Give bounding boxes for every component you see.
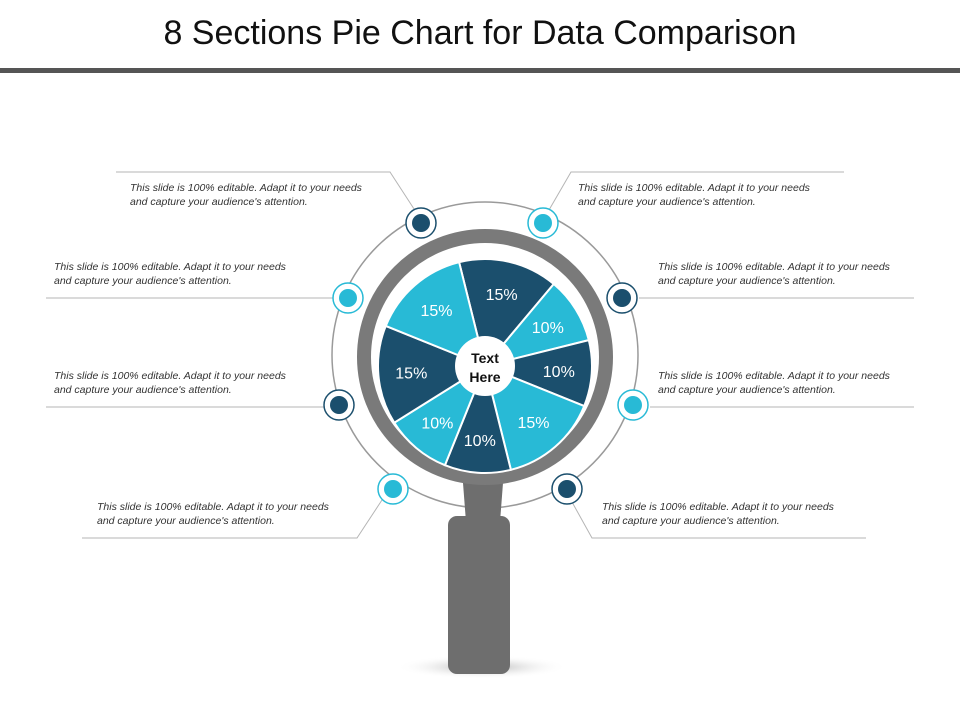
- orbit-dot-2: [527, 207, 559, 239]
- title-divider: [0, 68, 960, 73]
- orbit-dot-6: [617, 389, 649, 421]
- center-text-line-1: Text: [471, 350, 499, 366]
- pie-slice-label-4: 15%: [517, 415, 549, 432]
- pie-center: [455, 336, 515, 396]
- pie-slice-labels: 15% 10% 10% 15% 10% 10% 15% 15%: [395, 287, 575, 450]
- orbit-dot-1: [405, 207, 437, 239]
- callout-line-5: [548, 171, 844, 211]
- pie-slice-label-8: 15%: [420, 303, 452, 320]
- callout-text-lower-right: This slide is 100% editable. Adapt it to…: [658, 370, 890, 396]
- center-text-line-2: Here: [469, 369, 500, 385]
- pie-slice-8: [384, 260, 487, 368]
- orbit-dot-7: [377, 473, 409, 505]
- callout-line-8: [571, 501, 866, 539]
- callout-text-top-left: This slide is 100% editable. Adapt it to…: [130, 182, 362, 208]
- callout-text-upper-right: This slide is 100% editable. Adapt it to…: [658, 261, 890, 287]
- orbit-dot-3: [332, 282, 364, 314]
- orbit-dot-8: [551, 473, 583, 505]
- pie-slice-7: [377, 324, 488, 425]
- orbit-dot-5: [323, 389, 355, 421]
- callout-text-bottom-right: This slide is 100% editable. Adapt it to…: [602, 501, 834, 527]
- callout-text-bottom-left: This slide is 100% editable. Adapt it to…: [97, 501, 329, 527]
- pie-slice-label-7: 15%: [395, 365, 427, 382]
- callout-text-upper-left: This slide is 100% editable. Adapt it to…: [54, 261, 286, 287]
- pie-slice-4: [483, 364, 586, 472]
- callout-line-1: [116, 171, 417, 213]
- callout-line-4: [82, 499, 383, 539]
- callout-text-top-right: This slide is 100% editable. Adapt it to…: [578, 182, 810, 208]
- pie-slice-label-5: 10%: [464, 433, 496, 450]
- pie-slice-label-3: 10%: [543, 364, 575, 381]
- pie-slice-label-6: 10%: [421, 416, 453, 433]
- orbit-dots: [323, 207, 649, 505]
- page-title: 8 Sections Pie Chart for Data Comparison: [163, 14, 797, 52]
- pie-slice-label-2: 10%: [532, 320, 564, 337]
- callout-text-lower-left: This slide is 100% editable. Adapt it to…: [54, 370, 286, 396]
- pie-slice-label-1: 15%: [486, 287, 518, 304]
- callout-lines: [46, 171, 914, 539]
- handle-grip: [448, 516, 510, 674]
- orbit-dot-4: [606, 282, 638, 314]
